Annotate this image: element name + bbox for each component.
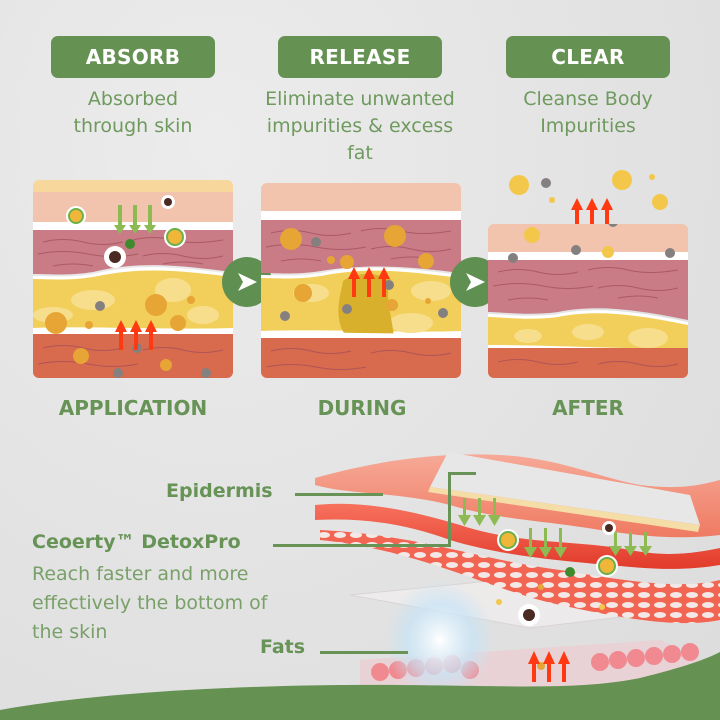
- product-leader-bracket-top: [448, 472, 476, 475]
- step-description: Eliminate unwanted impurities & excess f…: [250, 86, 470, 167]
- step-description: Absorbed through skin: [23, 86, 243, 140]
- footer-wave: [0, 640, 720, 720]
- skin-layer-illustration-during: [261, 183, 461, 378]
- step-release: RELEASE Eliminate unwanted impurities & …: [250, 36, 470, 167]
- step-description-line: impurities & excess: [266, 115, 454, 137]
- stage-label-during: DURING: [317, 396, 407, 420]
- skin-layer-illustration-after: [488, 224, 688, 378]
- step-description-line: Cleanse Body: [523, 88, 653, 110]
- epidermis-label: Epidermis: [166, 480, 273, 502]
- step-description-line: Absorbed: [87, 88, 179, 110]
- step-title-badge: RELEASE: [278, 36, 442, 78]
- step-description-line: through skin: [73, 115, 193, 137]
- skin-layer-illustration-application: [33, 180, 233, 378]
- chevron-right-icon: [238, 273, 257, 291]
- product-description-line: the skin: [32, 621, 108, 643]
- fats-label: Fats: [260, 636, 306, 658]
- released-impurities: [488, 165, 688, 245]
- product-description-line: effectively the bottom of: [32, 592, 268, 614]
- step-description: Cleanse Body Impurities: [478, 86, 698, 140]
- product-description-line: Reach faster and more: [32, 563, 249, 585]
- chevron-right-icon: [466, 273, 485, 291]
- product-leader-bracket: [448, 472, 451, 547]
- step-absorb: ABSORB Absorbed through skin: [23, 36, 243, 140]
- patch-skin-cross-section: [300, 440, 720, 720]
- stage-label-application: APPLICATION: [58, 396, 208, 420]
- product-name-label: Ceoerty™ DetoxPro: [32, 531, 241, 553]
- step-description-line: Impurities: [540, 115, 636, 137]
- stage-label-after: AFTER: [552, 396, 624, 420]
- step-clear: CLEAR Cleanse Body Impurities: [478, 36, 698, 140]
- step-description-line: fat: [347, 142, 373, 164]
- product-leader-line: [273, 544, 451, 547]
- product-description: Reach faster and more effectively the bo…: [32, 560, 332, 647]
- step-description-line: Eliminate unwanted: [265, 88, 455, 110]
- step-title-badge: CLEAR: [506, 36, 670, 78]
- step-title-badge: ABSORB: [51, 36, 215, 78]
- fats-leader-line: [320, 651, 408, 654]
- epidermis-leader-line: [295, 493, 383, 496]
